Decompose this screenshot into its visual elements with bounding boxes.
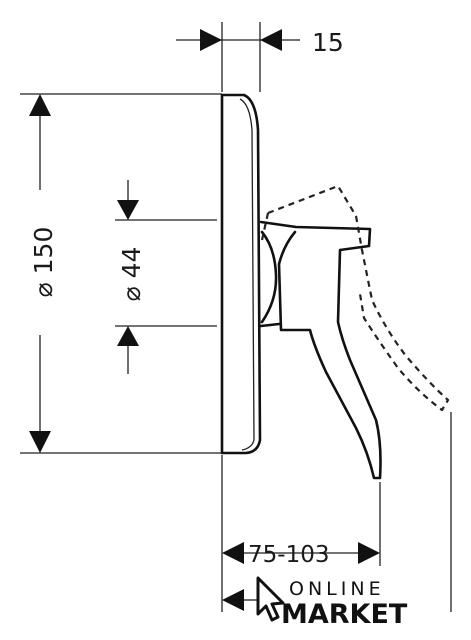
arrow-down: [117, 200, 139, 220]
dim-inner-diameter: ⌀ 44: [115, 180, 217, 374]
dim-projection: 75-103: [221, 412, 452, 612]
logo-text-online: ONLINE: [289, 578, 385, 600]
dim-label-15: 15: [312, 28, 344, 57]
arrow-right: [358, 542, 380, 564]
cursor-icon: [256, 576, 285, 622]
dim-top-width: 15: [176, 22, 344, 92]
dim-label-44: ⌀ 44: [117, 247, 146, 302]
lever-handle: [259, 220, 382, 480]
logo-text-market: MARKET: [281, 599, 408, 630]
arrow-up: [29, 94, 51, 116]
dim-outer-diameter: ⌀ 150: [20, 93, 222, 454]
arrow-left: [222, 589, 244, 611]
arrow-left: [260, 29, 282, 51]
dim-label-150: ⌀ 150: [29, 227, 58, 298]
dim-label-75-103: 75-103: [248, 542, 329, 568]
arrow-right: [200, 29, 222, 51]
arrow-down: [29, 431, 51, 453]
arrow-up: [117, 326, 139, 346]
arrow-left: [222, 542, 244, 564]
online-market-logo: ONLINE MARKET: [256, 576, 408, 630]
cover-plate: [220, 93, 262, 455]
lever-handle-alt-position: [260, 184, 450, 412]
